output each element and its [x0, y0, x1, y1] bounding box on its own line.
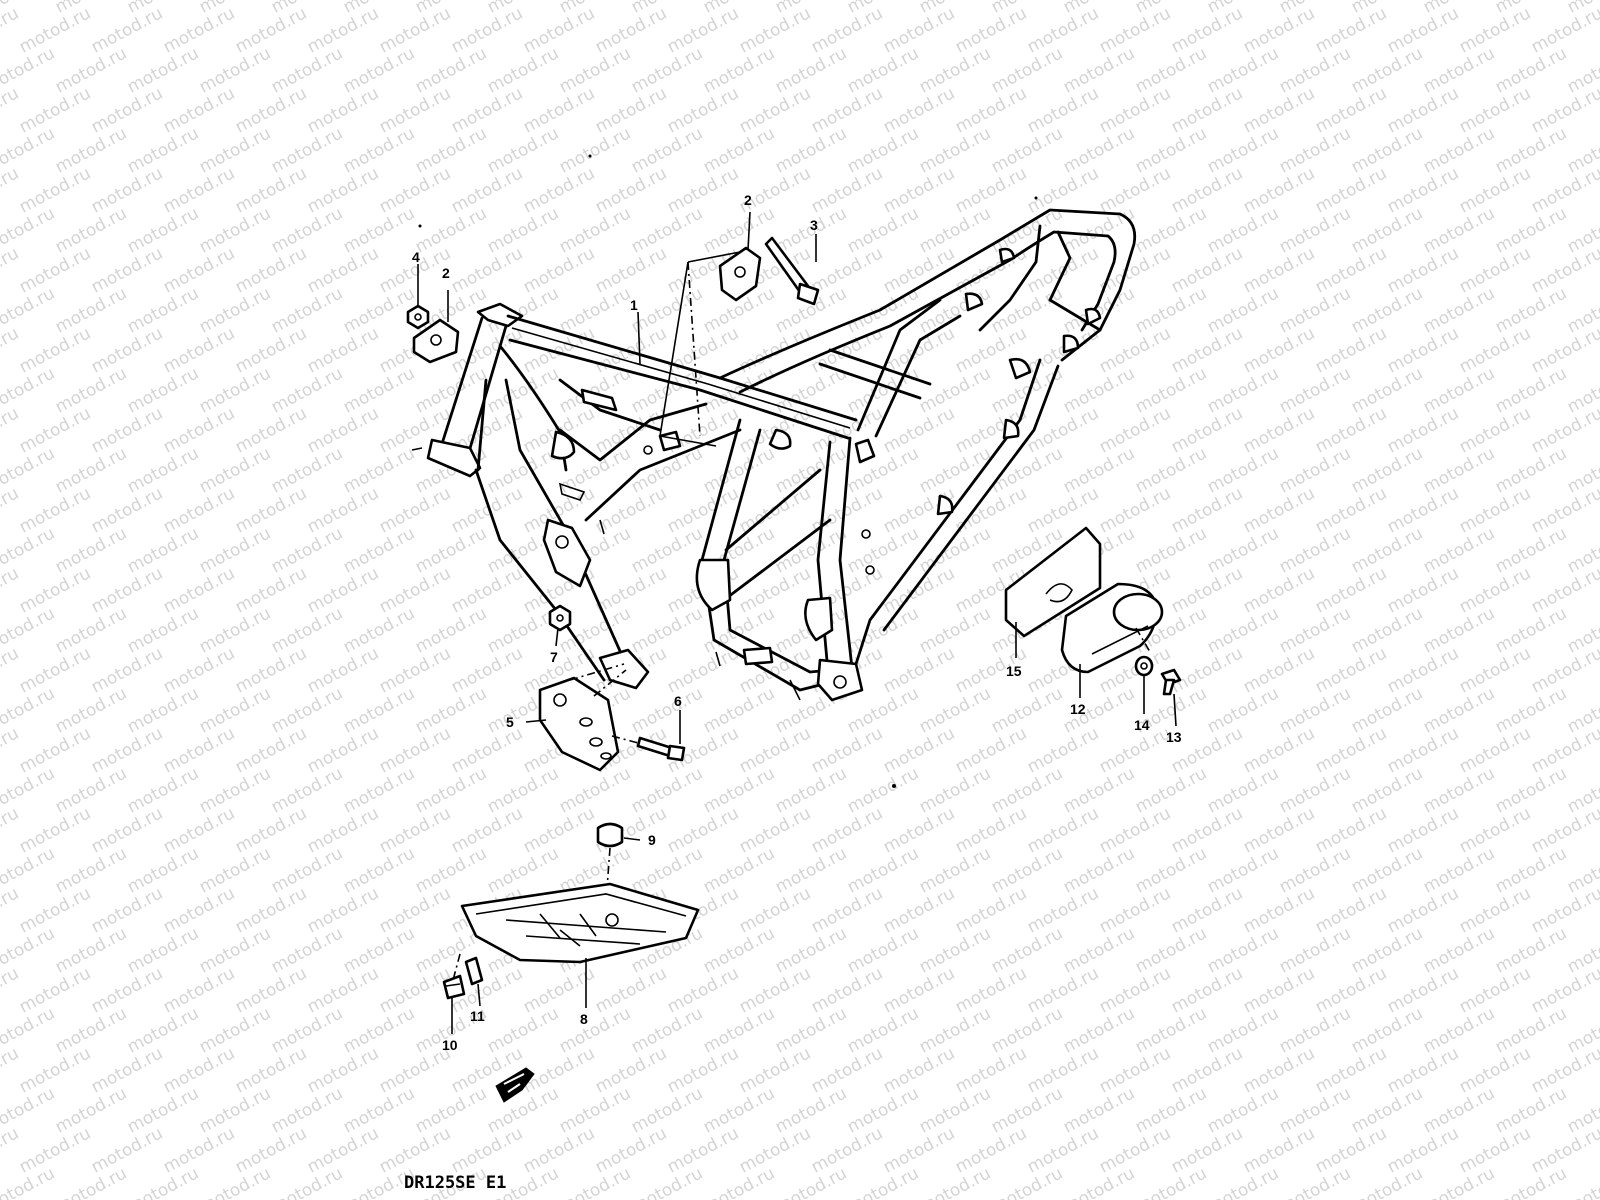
- callout-5: 5: [506, 714, 514, 730]
- part-6-bolt: [611, 735, 686, 762]
- callout-15: 15: [1006, 663, 1022, 679]
- model-caption: DR125SE E1: [404, 1173, 506, 1193]
- callout-8: 8: [580, 1011, 588, 1027]
- callout-13: 13: [1166, 729, 1182, 745]
- part-8-skid-plate: [460, 847, 700, 964]
- callout-2-left: 2: [442, 265, 450, 281]
- callout-2-right: 2: [744, 192, 752, 208]
- callout-3: 3: [810, 217, 818, 233]
- callout-10: 10: [442, 1037, 458, 1053]
- part-15-side-cover: [1004, 526, 1102, 638]
- part-10-bolt: [442, 953, 466, 1000]
- part-12-tool-case: [1060, 582, 1164, 674]
- frame-drawing: [411, 208, 1137, 702]
- callout-9: 9: [648, 832, 656, 848]
- callout-14: 14: [1134, 717, 1150, 733]
- part-2-left-bracket: [412, 318, 460, 364]
- part-13-bolt: [1160, 668, 1182, 696]
- callout-6: 6: [674, 693, 682, 709]
- part-4-nut: [406, 304, 430, 330]
- part-9-cap: [596, 822, 624, 848]
- callout-4: 4: [412, 249, 420, 265]
- part-11-washer: [464, 956, 484, 986]
- part-7-nut: [548, 604, 572, 632]
- part-3-bolt: [764, 236, 820, 306]
- front-direction-arrow-icon: [495, 1067, 535, 1103]
- callout-11: 11: [470, 1008, 485, 1024]
- callout-7: 7: [550, 649, 558, 665]
- leader-lines: [417, 211, 1177, 1034]
- part-2-right-bracket: [718, 246, 762, 302]
- part-14-washer: [1134, 655, 1154, 677]
- callout-1: 1: [630, 297, 638, 313]
- part-5-engine-plate: [538, 663, 627, 772]
- callout-12: 12: [1070, 701, 1086, 717]
